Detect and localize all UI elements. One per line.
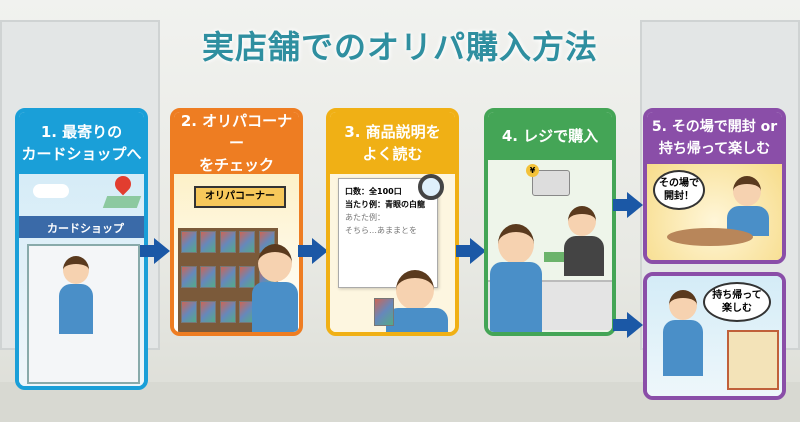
arrow-right-icon: [298, 238, 328, 264]
page-title: 実店舗でのオリパ購入方法: [201, 28, 598, 66]
step-5-title-line2: 持ち帰って楽しむ: [658, 141, 771, 157]
step-4-card: 4. レジで購入 ¥: [484, 108, 616, 336]
step-3-title-line1: 3. 商品説明を: [344, 123, 441, 141]
house: [727, 330, 779, 390]
step-5-title-line1: 5. その場で開封 or: [651, 119, 778, 135]
step-1-card: 1. 最寄りのカードショップへ カードショップ: [15, 108, 148, 390]
customer: [396, 270, 434, 310]
customer-body: [386, 308, 448, 332]
shop-sign: カードショップ: [19, 216, 144, 238]
cash: [544, 252, 564, 262]
step-5-home-card: 持ち帰って 楽しむ: [643, 272, 786, 400]
customer: [63, 256, 89, 284]
step-2-title-line1: 2. オリパコーナー: [180, 112, 293, 152]
table: [667, 228, 753, 246]
customer-body: [59, 284, 93, 334]
customer: [669, 290, 697, 320]
oripa-corner-sign: オリパコーナー: [194, 186, 286, 208]
speech-bubble-home: 持ち帰って 楽しむ: [703, 282, 771, 322]
step-5-card: 5. その場で開封 or 持ち帰って楽しむ その場で 開封！: [643, 108, 786, 264]
yen-coin-icon: ¥: [526, 164, 539, 177]
cloud: [33, 184, 69, 198]
doc-line: 当たり例：青眼の白龍: [345, 200, 425, 209]
step-4-title: 4. レジで購入: [501, 127, 599, 145]
customer: [258, 244, 292, 282]
step-2-title-line2: をチェック: [198, 156, 274, 174]
step-3-title-line2: よく読む: [362, 145, 423, 163]
step-2-card: 2. オリパコーナーをチェック オリパコーナー: [170, 108, 303, 336]
step-1-title-line2: カードショップへ: [21, 145, 142, 163]
arrow-right-icon: [140, 238, 170, 264]
customer: [733, 176, 761, 206]
map-icon: [102, 196, 142, 208]
customer: [498, 224, 534, 264]
customer-body: [252, 282, 298, 332]
map-pin-icon: [111, 172, 135, 196]
doc-line: あたた例：: [345, 213, 385, 222]
doc-line: そちら…あままとを: [345, 226, 417, 235]
cash-register-icon: [532, 170, 570, 196]
doc-line: 口数：全100口: [345, 187, 402, 196]
step-3-card: 3. 商品説明をよく読む 口数：全100口 当たり例：青眼の白龍 あたた例： そ…: [326, 108, 459, 336]
speech-bubble-open: その場で 開封！: [653, 170, 705, 210]
oripa-pack: [374, 298, 394, 326]
arrow-right-icon: [613, 192, 643, 218]
clerk: [568, 206, 596, 236]
arrow-right-icon: [613, 312, 643, 338]
step-1-title-line1: 1. 最寄りの: [40, 123, 123, 141]
arrow-right-icon: [456, 238, 486, 264]
customer-body: [663, 320, 703, 376]
customer-body: [490, 262, 542, 332]
clerk-body: [564, 236, 604, 276]
magnifier-icon: [418, 174, 444, 200]
